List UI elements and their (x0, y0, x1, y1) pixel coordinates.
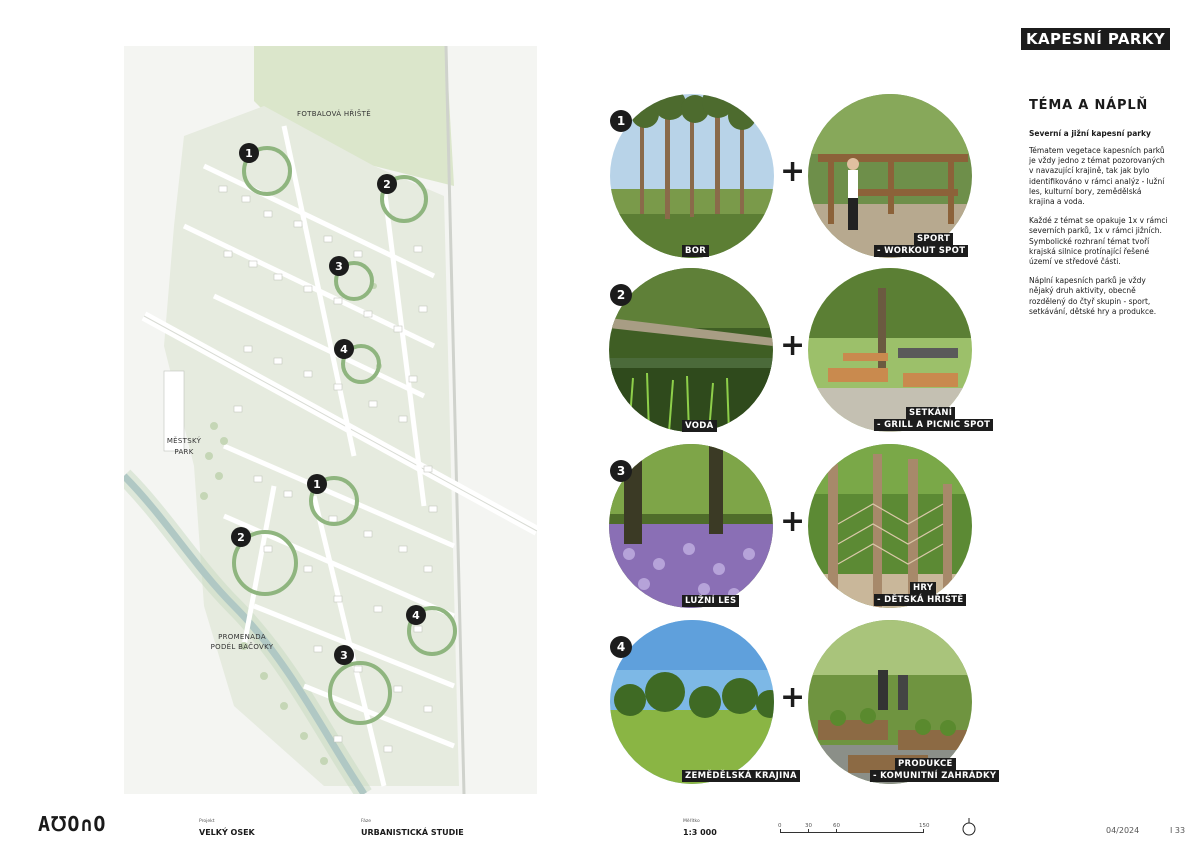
scale-tick-60: 60 (833, 823, 840, 829)
label-voda: VODA (682, 420, 717, 432)
svg-text:3: 3 (335, 260, 343, 273)
label-komunitni-zahradky: - KOMUNITNÍ ZAHRÁDKY (870, 770, 1000, 782)
description-paragraph-2: Každé z témat se opakuje 1x v rámci seve… (1029, 216, 1168, 267)
scale-label: Měřítko (683, 819, 700, 824)
photo-water-forest (609, 268, 773, 432)
football-field-label: FOTBALOVÁ HŘIŠTĚ (297, 109, 371, 118)
label-detska-hriste: - DĚTSKÁ HŘIŠTĚ (874, 594, 967, 606)
description-heading: TÉMA A NÁPLŇ (1029, 98, 1149, 113)
project-label: Projekt (199, 819, 215, 824)
north-arrow-icon (962, 818, 976, 840)
map-marker-north-2: 2 (377, 174, 397, 194)
map-marker-south-2: 2 (231, 527, 251, 547)
description-column: TÉMA A NÁPLŇ Severní a jižní kapesní par… (1029, 98, 1169, 326)
svg-text:1: 1 (313, 478, 321, 491)
project-value: VELKÝ OSEK (199, 828, 255, 837)
photo-floodplain-forest (609, 444, 773, 608)
photo-playground (808, 444, 972, 608)
promenade-label-line2: PODÉL BAČOVKY (211, 642, 274, 651)
park-ring-south-4 (407, 606, 457, 656)
city-park-label-line1: MĚSTSKÝ (167, 436, 202, 445)
plus-sign-row-2: + (780, 328, 806, 363)
map-marker-south-1: 1 (307, 474, 327, 494)
map-marker-south-4: 4 (406, 605, 426, 625)
label-grill-picnic: - GRILL A PICNIC SPOT (874, 419, 994, 431)
label-zemedelska-krajina: ZEMĚDĚLSKÁ KRAJINA (682, 770, 800, 782)
park-ring-south-2 (232, 530, 298, 596)
svg-text:2: 2 (237, 531, 245, 544)
park-ring-north-4 (341, 344, 381, 384)
scale-tick-0: 0 (778, 823, 782, 829)
svg-text:4: 4 (340, 343, 348, 356)
park-ring-south-1 (309, 476, 359, 526)
studio-logo: A℧O∩O (38, 812, 107, 836)
park-ring-north-1 (242, 146, 292, 196)
park-ring-north-2 (380, 175, 428, 223)
map-marker-north-3: 3 (329, 256, 349, 276)
label-workout-spot: - WORKOUT SPOT (874, 245, 969, 257)
label-bor: BOR (682, 245, 710, 257)
label-hry: HRY (910, 582, 937, 594)
page-number: I 33 (1170, 826, 1186, 835)
label-luzni-les: LUŽNÍ LES (682, 595, 740, 607)
city-park-label-line2: PARK (174, 448, 193, 456)
scale-tick-150: 150 (919, 823, 930, 829)
svg-text:4: 4 (412, 609, 420, 622)
label-sport: SPORT (914, 233, 954, 245)
map-marker-north-4: 4 (334, 339, 354, 359)
section-title-badge: KAPESNÍ PARKY (1021, 28, 1171, 50)
park-ring-south-3 (328, 661, 392, 725)
label-setkani: SETKÁNÍ (906, 407, 956, 419)
phase-value: URBANISTICKÁ STUDIE (361, 828, 464, 837)
svg-text:1: 1 (245, 147, 253, 160)
description-paragraph-1: Tématem vegetace kapesních parků je vždy… (1029, 146, 1165, 207)
photo-workout-spot (808, 94, 972, 258)
map-marker-south-3: 3 (334, 645, 354, 665)
svg-text:2: 2 (383, 178, 391, 191)
row-number-1: 1 (610, 110, 632, 132)
description-paragraph-3: Náplní kapesních parků je vždy nějaký dr… (1029, 276, 1157, 316)
description-subheading: Severní a jižní kapesní parky (1029, 129, 1151, 138)
issue-date: 04/2024 (1106, 826, 1140, 835)
photo-picnic-spot (808, 268, 972, 432)
promenade-label-line1: PROMENADA (218, 633, 266, 641)
map-marker-north-1: 1 (239, 143, 259, 163)
plus-sign-row-1: + (780, 154, 806, 189)
photo-pine-forest (610, 94, 774, 258)
photo-agricultural-landscape (610, 620, 774, 784)
label-produkce: PRODUKCE (895, 758, 956, 770)
scale-value: 1:3 000 (683, 828, 717, 837)
phase-label: Fáze (361, 819, 372, 824)
plus-sign-row-4: + (780, 680, 806, 715)
site-map: FOTBALOVÁ HŘIŠTĚ MĚSTSKÝ PARK PROMENADA … (117, 45, 540, 799)
plus-sign-row-3: + (780, 504, 806, 539)
row-number-3: 3 (610, 460, 632, 482)
row-number-4: 4 (610, 636, 632, 658)
scale-tick-30: 30 (805, 823, 812, 829)
svg-text:3: 3 (340, 649, 348, 662)
site-plan-drawing: FOTBALOVÁ HŘIŠTĚ MĚSTSKÝ PARK PROMENADA … (117, 45, 540, 799)
scale-bar: 0 30 60 150 (778, 823, 938, 839)
row-number-2: 2 (610, 284, 632, 306)
park-ring-north-3 (334, 261, 374, 301)
